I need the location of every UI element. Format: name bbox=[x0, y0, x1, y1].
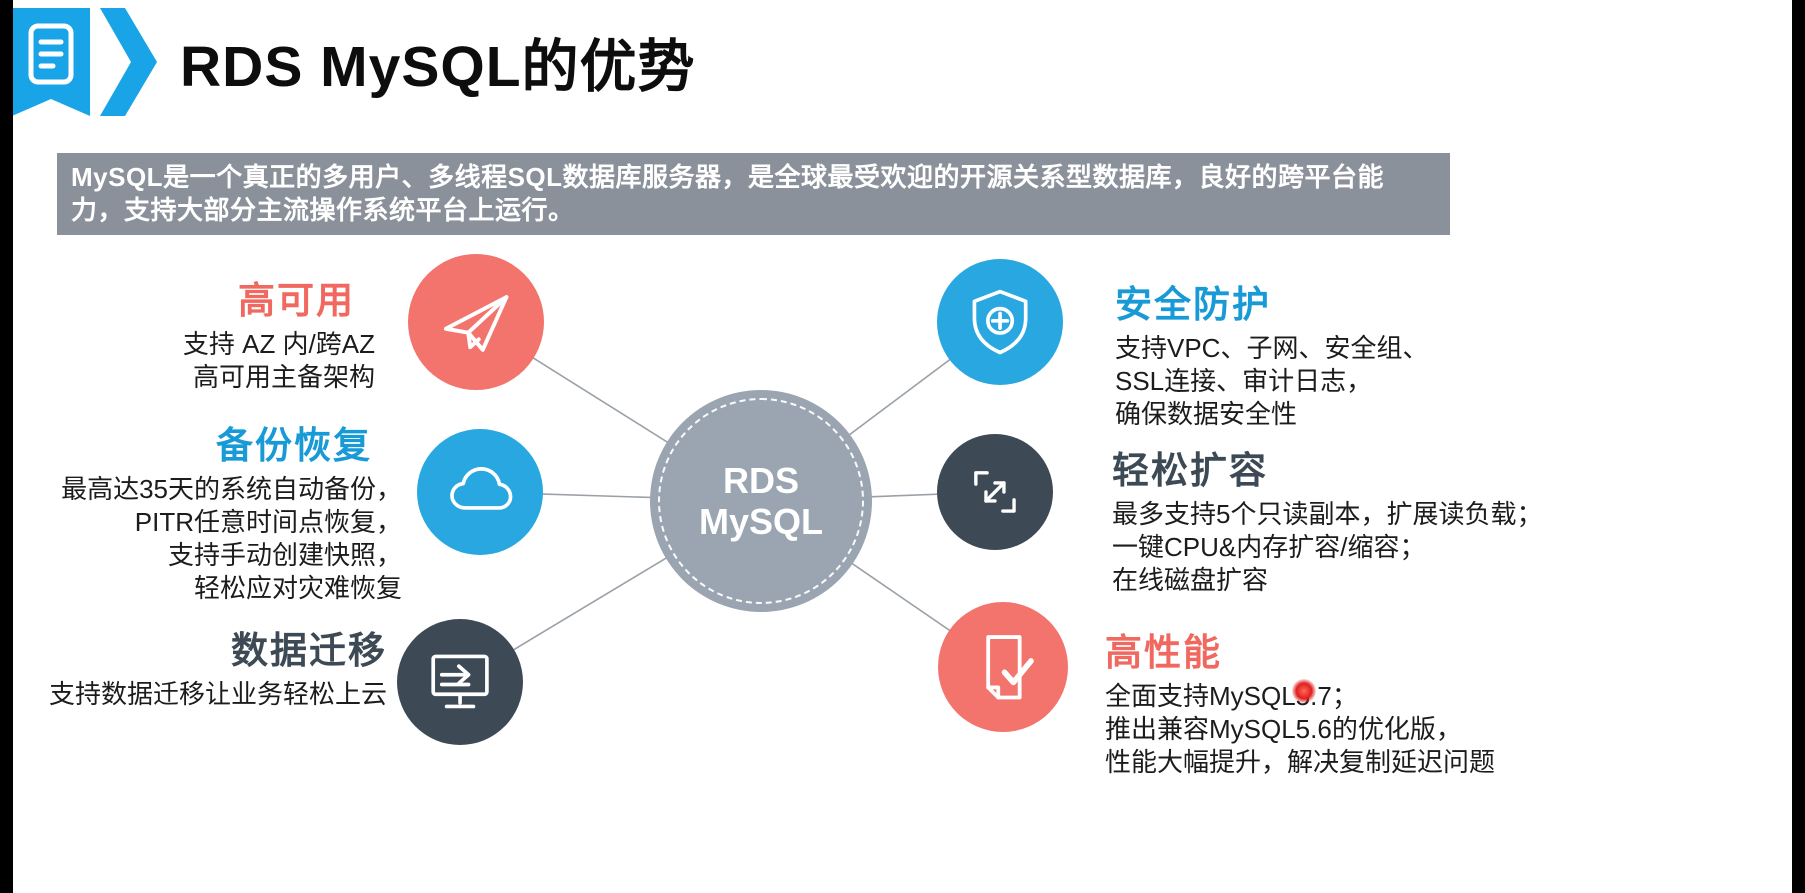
feature-line: 全面支持MySQL5.7； bbox=[1105, 681, 1358, 711]
feature-line: SSL连接、审计日志， bbox=[1115, 366, 1373, 396]
slide-header: RDS MySQL的优势 bbox=[12, 6, 696, 118]
center-node: RDS MySQL bbox=[650, 390, 872, 612]
feature-backup-restore: 备份恢复 最高达35天的系统自动备份， PITR任意时间点恢复， 支持手动创建快… bbox=[30, 415, 402, 605]
feature-high-availability: 高可用 支持 AZ 内/跨AZ 高可用主备架构 bbox=[60, 270, 375, 394]
feature-line: 最多支持5个只读副本，扩展读负载； bbox=[1112, 499, 1543, 529]
shield-plus-icon bbox=[937, 259, 1063, 385]
feature-title: 数据迁移 bbox=[231, 630, 387, 671]
document-check-icon bbox=[938, 602, 1068, 732]
feature-line: 支持VPC、子网、安全组、 bbox=[1115, 333, 1429, 363]
feature-line: 在线磁盘扩容 bbox=[1112, 565, 1269, 595]
feature-line: 高可用主备架构 bbox=[192, 362, 375, 392]
intro-banner: MySQL是一个真正的多用户、多线程SQL数据库服务器，是全球最受欢迎的开源关系… bbox=[57, 153, 1450, 235]
right-black-bar bbox=[1792, 0, 1805, 893]
center-node-line1: RDS bbox=[722, 459, 799, 501]
feature-line: 支持 AZ 内/跨AZ bbox=[182, 329, 375, 359]
feature-title: 高可用 bbox=[238, 280, 355, 321]
feature-title: 备份恢复 bbox=[216, 425, 372, 466]
feature-line: 最高达35天的系统自动备份， bbox=[61, 474, 402, 504]
feature-line: 轻松应对灾难恢复 bbox=[193, 573, 402, 603]
left-black-bar bbox=[0, 0, 13, 893]
center-node-line2: MySQL bbox=[698, 501, 823, 542]
cloud-icon bbox=[417, 429, 543, 555]
feature-line: 支持数据迁移让业务轻松上云 bbox=[48, 679, 387, 709]
paper-plane-icon bbox=[408, 254, 544, 390]
feature-line: 支持手动创建快照， bbox=[167, 540, 402, 570]
feature-title: 高性能 bbox=[1105, 632, 1222, 673]
feature-security-protection: 安全防护 支持VPC、子网、安全组、 SSL连接、审计日志， 确保数据安全性 bbox=[1115, 274, 1545, 431]
monitor-arrow-icon bbox=[397, 619, 523, 745]
feature-data-migration: 数据迁移 支持数据迁移让业务轻松上云 bbox=[15, 620, 387, 711]
page-title: RDS MySQL的优势 bbox=[180, 35, 696, 99]
feature-line: 性能大幅提升，解决复制延迟问题 bbox=[1105, 747, 1496, 777]
feature-easy-scaling: 轻松扩容 最多支持5个只读副本，扩展读负载； 一键CPU&内存扩容/缩容； 在线… bbox=[1112, 440, 1582, 597]
expand-arrows-icon bbox=[937, 434, 1053, 550]
feature-title: 安全防护 bbox=[1115, 284, 1271, 325]
feature-title: 轻松扩容 bbox=[1112, 450, 1268, 491]
feature-line: 推出兼容MySQL5.6的优化版， bbox=[1105, 714, 1462, 744]
document-ribbon-icon bbox=[12, 8, 157, 116]
feature-line: 确保数据安全性 bbox=[1115, 399, 1298, 429]
feature-line: 一键CPU&内存扩容/缩容； bbox=[1112, 532, 1426, 562]
feature-high-performance: 高性能 全面支持MySQL5.7； 推出兼容MySQL5.6的优化版， 性能大幅… bbox=[1105, 622, 1585, 779]
laser-pointer-dot bbox=[1292, 679, 1316, 703]
feature-line: PITR任意时间点恢复， bbox=[134, 507, 402, 537]
intro-text: MySQL是一个真正的多用户、多线程SQL数据库服务器，是全球最受欢迎的开源关系… bbox=[71, 162, 1385, 225]
